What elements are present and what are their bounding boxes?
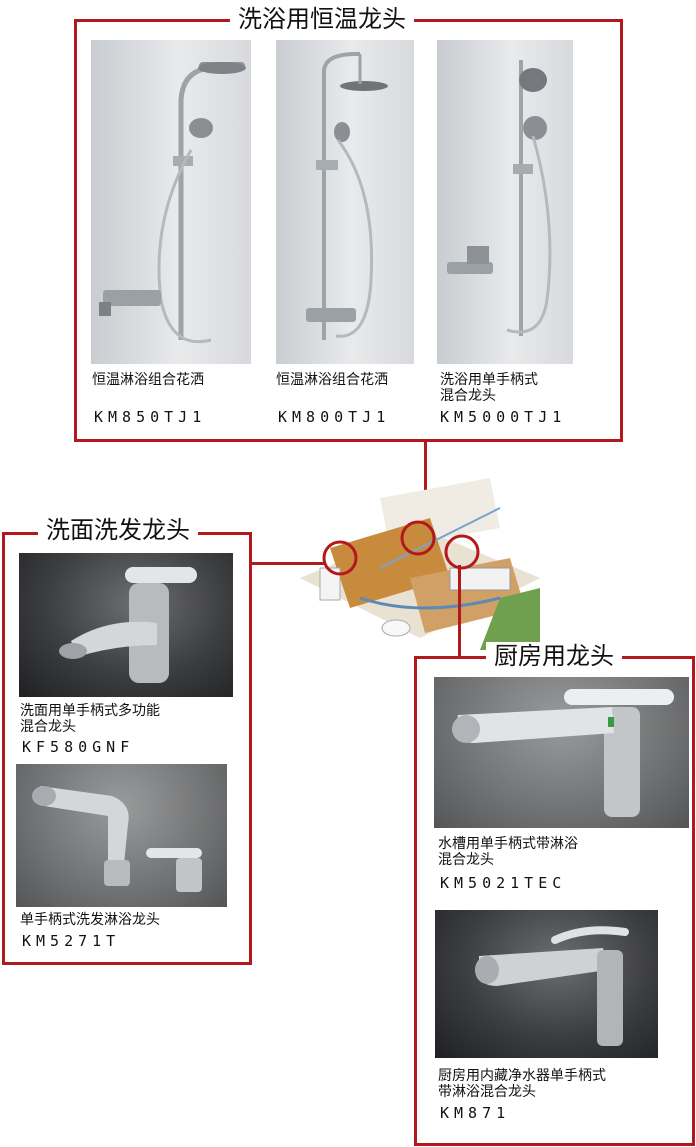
product-model: KM5021TEC — [440, 874, 567, 892]
product-model: KM850TJ1 — [94, 408, 207, 426]
kitchen-section-title: 厨房用龙头 — [486, 642, 622, 670]
product-model: KM871 — [440, 1104, 511, 1122]
product-photo-km5021tec — [434, 677, 689, 828]
product-name-line2: 混合龙头 — [440, 388, 496, 404]
product-photo-km800tj1 — [276, 40, 414, 364]
product-model: KM5000TJ1 — [440, 408, 567, 426]
product-photo-kf580gnf — [19, 553, 233, 697]
product-photo-km871 — [435, 910, 658, 1058]
product-photo-km5271t — [16, 764, 227, 907]
product-model: KF580GNF — [22, 738, 135, 756]
product-name-line2: 混合龙头 — [438, 852, 494, 868]
wash-section-title: 洗面洗发龙头 — [38, 516, 198, 544]
connector-line — [424, 440, 427, 534]
product-photo-km5000tj1 — [437, 40, 573, 364]
product-name-line1: 洗面用单手柄式多功能 — [20, 703, 160, 719]
bath-section-title: 洗浴用恒温龙头 — [230, 5, 414, 33]
product-name-line1: 洗浴用单手柄式 — [440, 372, 538, 388]
product-model: KM5271T — [22, 932, 121, 950]
connector-line — [458, 565, 461, 658]
connector-line — [251, 562, 326, 565]
product-name-line2: 混合龙头 — [20, 719, 76, 735]
product-name-line2: 带淋浴混合龙头 — [438, 1084, 536, 1100]
product-name: 恒温淋浴组合花洒 — [276, 372, 388, 388]
product-model: KM800TJ1 — [278, 408, 391, 426]
product-photo-km850tj1 — [91, 40, 251, 364]
product-name-line1: 厨房用内藏净水器单手柄式 — [438, 1068, 606, 1084]
product-name-line1: 水槽用单手柄式带淋浴 — [438, 836, 578, 852]
product-name: 恒温淋浴组合花洒 — [92, 372, 204, 388]
product-name: 单手柄式洗发淋浴龙头 — [20, 912, 160, 928]
house-cutaway-illustration — [300, 468, 540, 650]
